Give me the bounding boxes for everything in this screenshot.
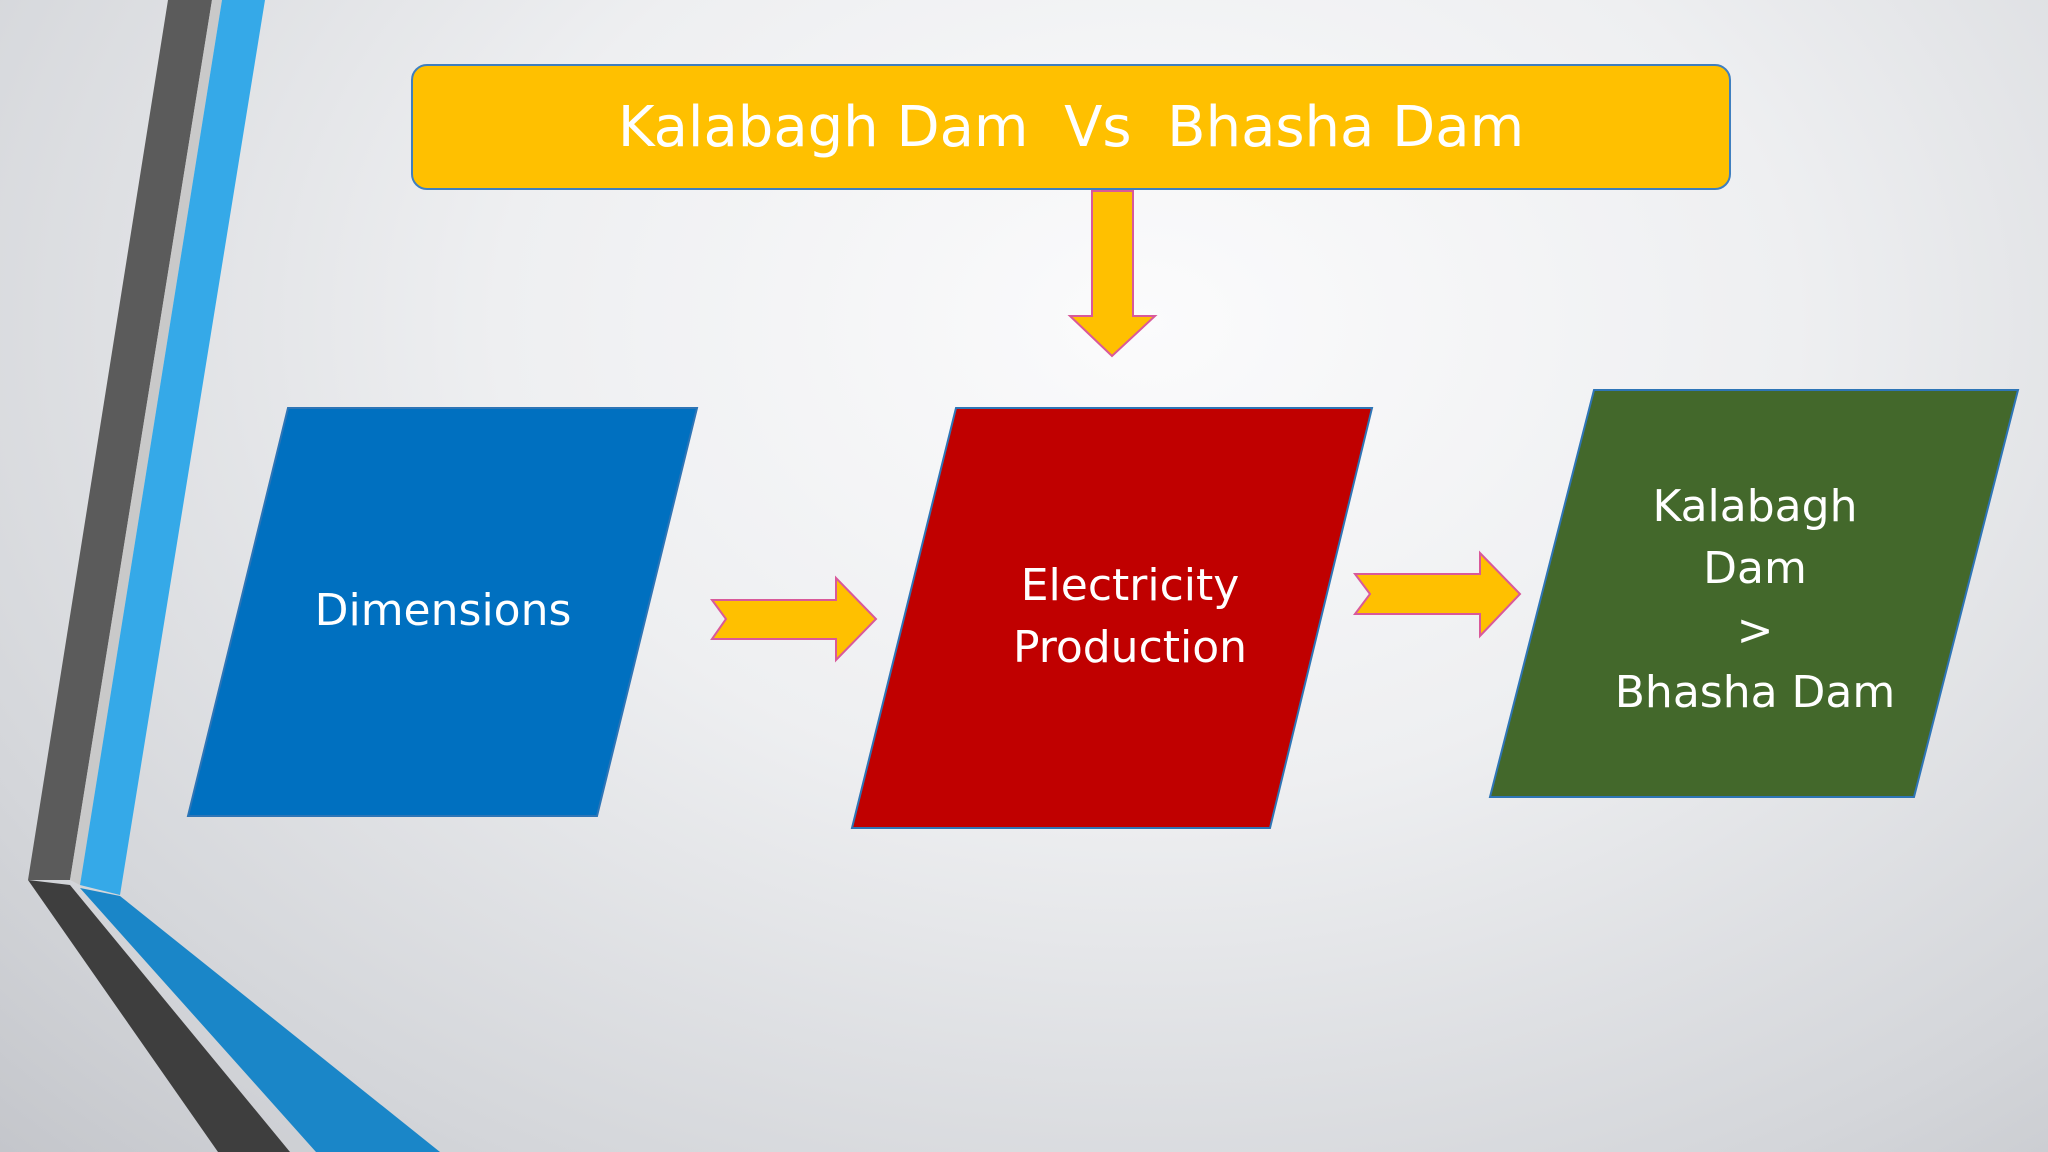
dimensions-label: Dimensions: [240, 566, 646, 656]
electricity-parallelogram: [850, 407, 1374, 829]
electricity-production-label: Electricity Production: [920, 552, 1340, 682]
down-arrow: [1067, 190, 1158, 358]
dimensions-text: Dimensions: [314, 585, 572, 636]
electricity-text-line-1: Electricity: [1020, 560, 1240, 611]
dark-stripe: [28, 0, 212, 880]
result-text-line-2: Dam: [1703, 543, 1807, 594]
title-text: Kalabagh Dam Vs Bhasha Dam: [617, 94, 1525, 160]
dimensions-parallelogram: [186, 407, 699, 817]
result-text-line-1: Kalabagh: [1652, 481, 1858, 532]
result-label: Kalabagh Dam > Bhasha Dam: [1560, 470, 1950, 730]
electricity-text-line-2: Production: [1012, 622, 1248, 673]
result-text-line-3: >: [1736, 605, 1774, 656]
blue-diagonal-stripe: [80, 888, 440, 1152]
dark-diagonal-stripe: [28, 880, 290, 1152]
right-arrow-2: [1353, 550, 1522, 639]
title-banner: Kalabagh Dam Vs Bhasha Dam: [411, 64, 1731, 190]
result-parallelogram: [1488, 389, 2020, 798]
blue-stripe: [80, 0, 265, 895]
light-gap-stripe: [70, 0, 222, 885]
result-text-line-4: Bhasha Dam: [1614, 667, 1896, 718]
right-arrow-1: [710, 575, 878, 663]
